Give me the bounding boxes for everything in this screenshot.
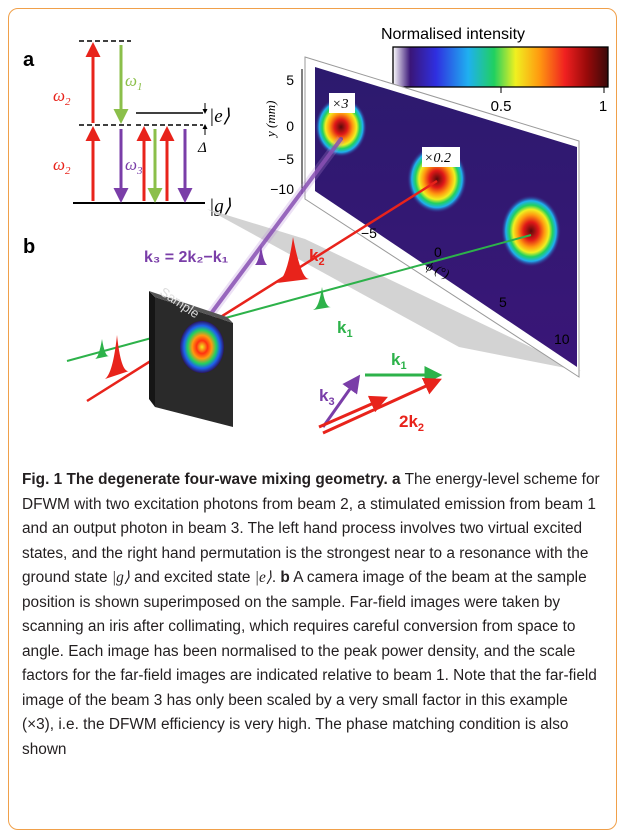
pm-k3-label: k3: [319, 386, 335, 408]
pulse-k2-incoming: [105, 335, 129, 379]
omega2-bottom-label: ω2: [53, 155, 71, 177]
caption-ground-state: |g⟩: [111, 569, 130, 587]
pm-2k2-label: 2k2: [399, 412, 424, 434]
caption-text-1: The energy-level scheme for DFWM with tw…: [22, 471, 600, 587]
phi-tick-minus5: −5: [361, 225, 377, 241]
figure-frame: a ω2 ω1 ω2 ω3 |e⟩ Δ |g⟩ b Normalised int…: [8, 8, 617, 830]
k2-beam-label: k2: [309, 246, 325, 268]
caption-text-4: A camera image of the beam at the sample…: [22, 569, 597, 758]
scale-factor-label-1: ×3: [332, 97, 348, 112]
y-axis-label: y (mm): [263, 101, 278, 139]
y-tick-minus10: −10: [270, 181, 294, 197]
scale-factor-label-2: ×0.2: [424, 151, 451, 166]
sample-beam-spot: [180, 321, 224, 373]
figure-caption: Fig. 1 The degenerate four-wave mixing g…: [22, 468, 602, 762]
caption-text-3: .: [271, 569, 277, 587]
pulse-k2-large: [277, 237, 309, 283]
y-tick-0: 0: [286, 118, 294, 134]
beam-k1-green: [66, 234, 532, 362]
caption-text-2: and excited state: [134, 569, 251, 587]
beam-k2-red: [86, 179, 438, 403]
phi-tick-5: 5: [499, 294, 507, 310]
omega2-top-label: ω2: [53, 86, 71, 108]
colorbar-title: Normalised intensity: [381, 26, 525, 43]
colorbar-gradient: [392, 46, 609, 88]
caption-title: Fig. 1 The degenerate four-wave mixing g…: [22, 471, 388, 489]
phi-tick-10: 10: [554, 331, 570, 347]
omega1-label: ω1: [125, 71, 143, 93]
k1-beam-label: k1: [337, 318, 353, 340]
pm-k1-label: k1: [391, 350, 407, 372]
pm-2k2-arrow-inner: [318, 395, 388, 429]
far-field-shadow: [207, 209, 581, 371]
y-tick-5: 5: [286, 72, 294, 88]
scale-factor-box-2: [422, 147, 460, 167]
panel-a-label: a: [23, 49, 35, 71]
caption-excited-state: |e⟩: [254, 569, 272, 587]
y-tick-minus5: −5: [278, 151, 294, 167]
excited-state-label: |e⟩: [209, 106, 231, 127]
beam-k3-purple-glow: [197, 136, 345, 330]
pulse-k3-small: [255, 245, 267, 265]
detuning-label: Δ: [197, 140, 207, 156]
pulse-k1-incoming: [95, 339, 109, 359]
figure-illustration: a ω2 ω1 ω2 ω3 |e⟩ Δ |g⟩ b Normalised int…: [23, 26, 609, 435]
caption-panel-b-label: b: [280, 569, 290, 587]
k3-formula-label: k₃ = 2k₂−k₁: [144, 249, 229, 266]
beam-k3-purple: [199, 137, 343, 329]
pm-k3-arrow: [321, 374, 361, 428]
caption-panel-a-label: a: [392, 471, 401, 489]
colorbar-tick-label-05: 0.5: [491, 98, 512, 115]
omega3-label: ω3: [125, 155, 143, 177]
panel-b-label: b: [23, 236, 35, 258]
pulse-k1-mid: [313, 287, 331, 310]
phi-tick-0: 0: [434, 244, 442, 260]
far-field-spot-beam1: [501, 195, 561, 267]
colorbar-tick-label-1: 1: [599, 98, 607, 115]
scale-factor-box-1: [329, 93, 355, 113]
